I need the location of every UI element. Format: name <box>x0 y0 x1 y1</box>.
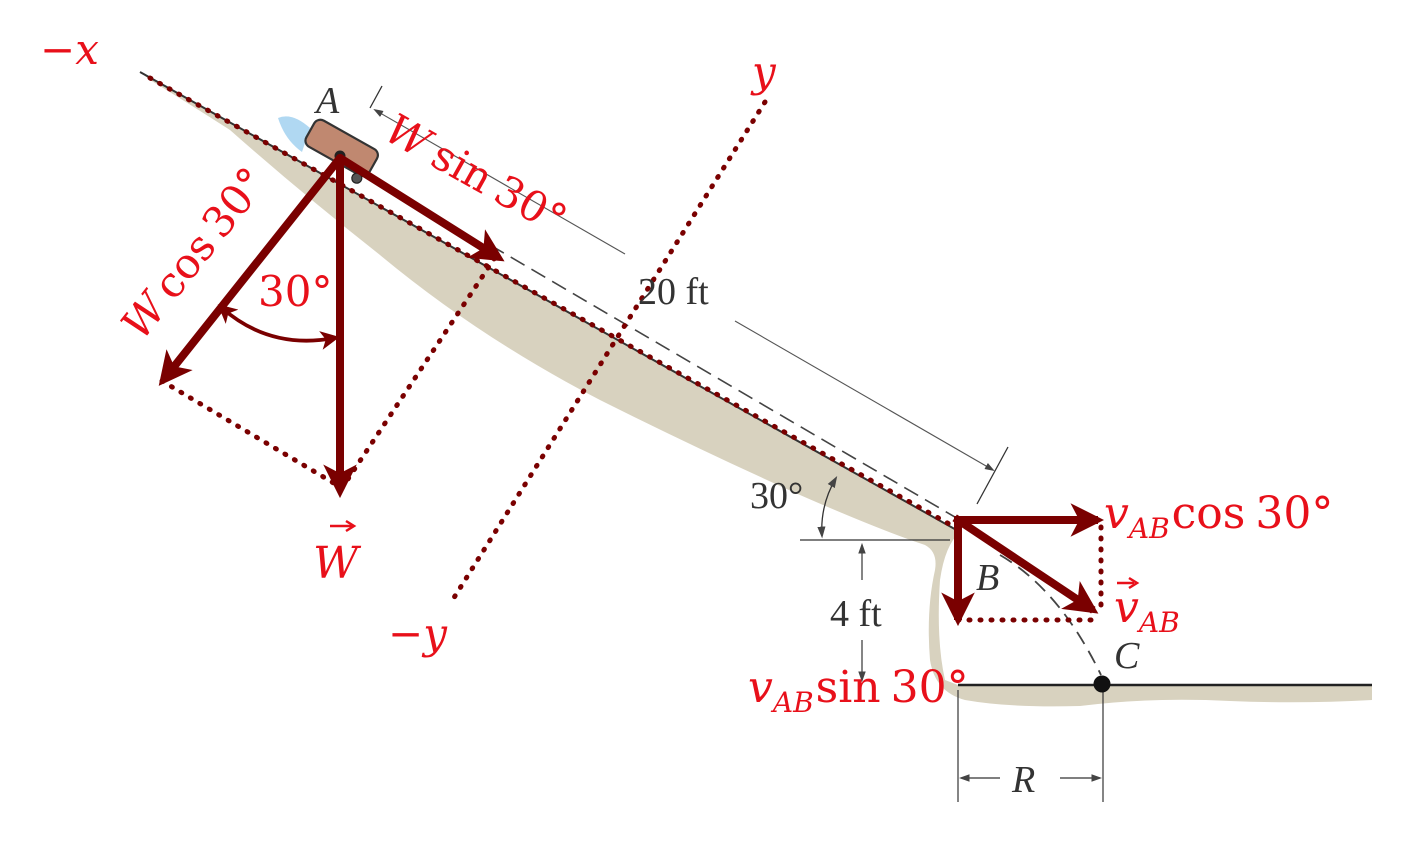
point-c-dot <box>1093 675 1111 693</box>
slope-angle-marker <box>800 475 950 541</box>
point-c-label: C <box>1114 635 1140 677</box>
v-cos-sub: AB <box>1126 512 1170 545</box>
projection-line-weight <box>339 253 499 491</box>
slope-ground <box>140 72 1372 707</box>
dimension-tick-a <box>369 85 383 109</box>
height-label: 4 ft <box>830 593 882 635</box>
v-ab-label: vAB <box>1114 576 1180 639</box>
range-label: R <box>1011 759 1035 801</box>
v-ab-vector <box>952 514 1099 614</box>
v-cos-angle: 30° <box>1255 488 1333 539</box>
weight-vector-accent-head <box>345 519 357 533</box>
x-axis-dotted <box>147 75 963 533</box>
velocity-vectors <box>941 503 1105 627</box>
force-vectors <box>158 154 505 499</box>
v-sin-angle: 30° <box>891 662 969 713</box>
exhaust-trail <box>278 116 310 152</box>
v-sin-fn: sin <box>816 662 881 713</box>
w-cos-vector <box>158 154 344 386</box>
dimension-line-lower <box>734 320 995 471</box>
v-sin-symbol: v <box>748 662 773 713</box>
projection-line-cos <box>159 378 345 491</box>
y-axis-label: y <box>750 47 777 96</box>
weight-symbol: W <box>313 538 362 589</box>
v-ab-symbol: v <box>1114 582 1139 633</box>
v-cos-fn: cos <box>1172 488 1246 539</box>
trajectory-path <box>999 554 1102 676</box>
dimension-tick-b <box>976 446 1009 505</box>
w-sin-angle: 30° <box>486 165 575 244</box>
angle-between-label: 30° <box>258 267 332 316</box>
v-cos-symbol: v <box>1104 488 1129 539</box>
svg-text:vAB: vAB <box>1114 582 1180 639</box>
v-sin-sub: AB <box>770 686 814 719</box>
neg-y-axis-label: −y <box>388 609 448 658</box>
w-cos-angle: 30° <box>192 158 277 247</box>
coordinate-axes <box>147 75 1104 623</box>
v-ab-accent-head <box>1128 576 1140 590</box>
w-sin-fn: sin <box>423 130 501 203</box>
y-axis-dotted <box>447 99 768 607</box>
slope-angle-label: 30° <box>750 475 803 517</box>
dimension-line-upper <box>373 109 626 255</box>
slope-dimension <box>369 85 1009 521</box>
neg-x-axis-label: −x <box>40 25 99 74</box>
w-cos-fn: cos <box>143 223 225 309</box>
slope-length-label: 20 ft <box>638 271 709 313</box>
slope-angle-arc <box>817 475 838 539</box>
w-sin-vector <box>336 154 505 262</box>
angle-arc-30 <box>217 304 340 350</box>
weight-label: W <box>313 519 362 589</box>
w-cos-label: Wcos30° <box>111 158 276 348</box>
v-ab-sub: AB <box>1136 606 1180 639</box>
range-dimension <box>957 690 1104 802</box>
point-a-label: A <box>313 80 340 122</box>
point-b-label: B <box>976 557 999 599</box>
terrain <box>139 71 1372 707</box>
dashed-slope-guide <box>489 244 961 521</box>
